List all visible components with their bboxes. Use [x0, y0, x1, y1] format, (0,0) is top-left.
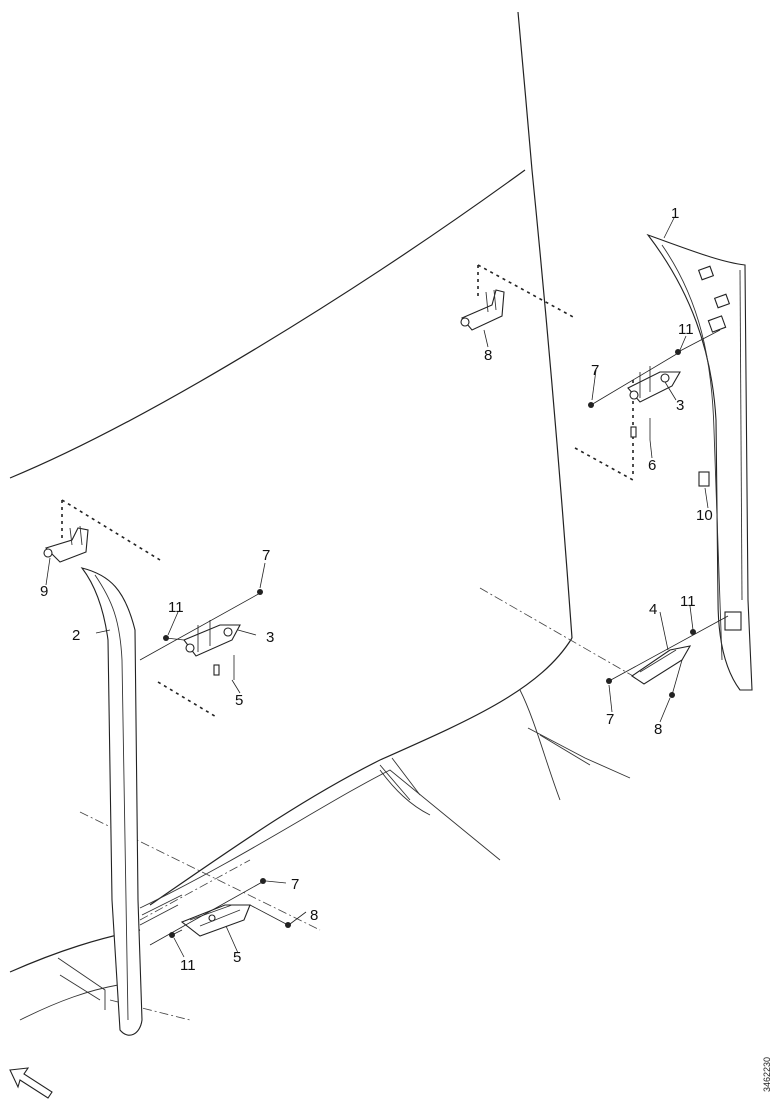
callout-6: 6: [648, 457, 656, 474]
pillar-trim-left: [80, 567, 143, 1036]
step-bracket-lower: [180, 904, 251, 937]
axis-lines: [79, 587, 641, 1021]
hinge-bracket-left: [43, 525, 89, 563]
step-bracket-right: [631, 645, 692, 685]
callout-8-a: 8: [484, 347, 492, 364]
callout-9: 9: [40, 583, 48, 600]
document-id: 3462230: [762, 1057, 772, 1092]
callout-1: 1: [671, 205, 679, 222]
callout-7-d: 7: [606, 711, 614, 728]
callout-11-a: 11: [678, 321, 694, 338]
clips: [213, 418, 651, 680]
callout-4: 4: [649, 601, 657, 618]
callout-5-lower: 5: [233, 949, 241, 966]
callout-7-a: 7: [591, 362, 599, 379]
bracket-right: [627, 366, 681, 403]
callout-7-b: 7: [262, 547, 270, 564]
callout-10: 10: [696, 507, 713, 524]
bracket-left: [183, 620, 241, 657]
callout-3-upper: 3: [676, 397, 684, 414]
callout-3-lower: 3: [266, 629, 274, 646]
callout-7-c: 7: [291, 876, 299, 893]
pillar-trim-right: [646, 233, 753, 691]
callout-8-b: 8: [310, 907, 318, 924]
leader-lines: [45, 217, 729, 958]
hinge-bracket-rear: [460, 289, 505, 331]
callout-5-mid: 5: [235, 692, 243, 709]
callout-labels: 1 2 3 3 4 5 5 6 7 7 7 7 8 8 8 9 10 11 11…: [40, 205, 713, 974]
cab-body-outline: [9, 11, 631, 1021]
callout-8-c: 8: [654, 721, 662, 738]
forward-arrow-icon: [9, 1067, 53, 1099]
callout-11-d: 11: [180, 957, 196, 974]
callout-11-c: 11: [680, 593, 696, 610]
callout-11-b: 11: [168, 599, 184, 616]
bolts: [163, 349, 696, 938]
callout-2: 2: [72, 627, 80, 644]
